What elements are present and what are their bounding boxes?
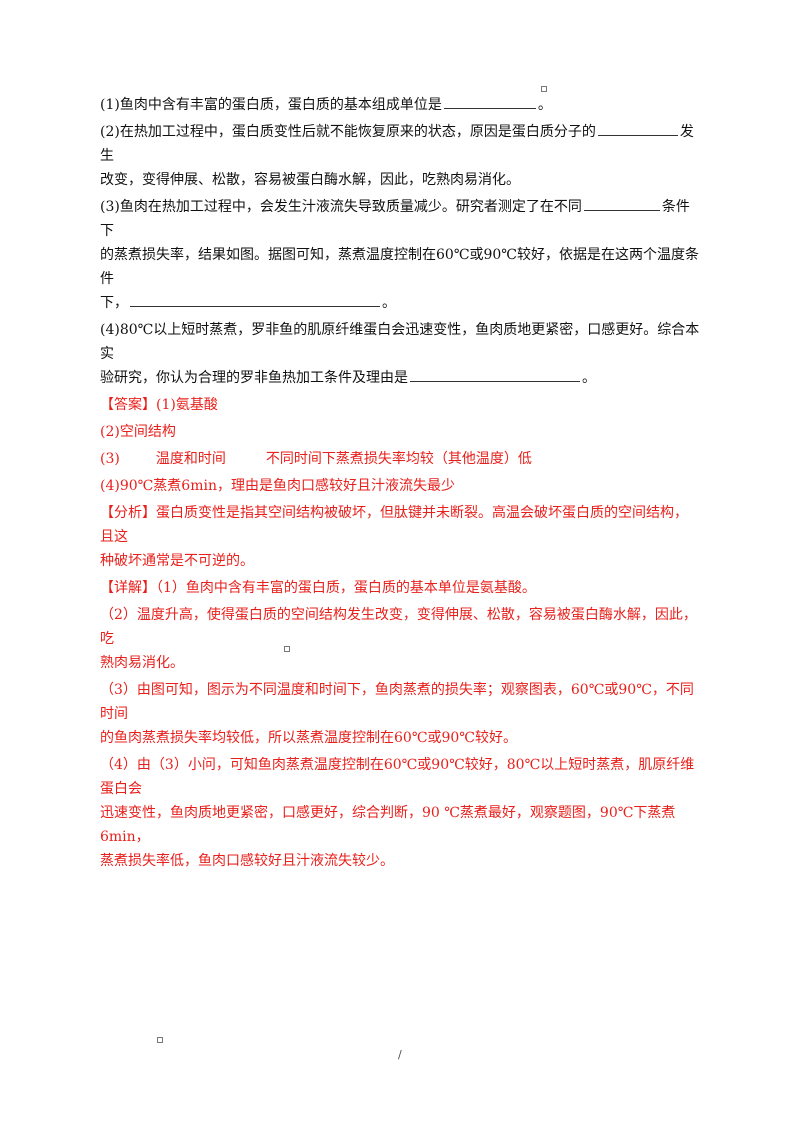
answer-4: (4)90℃蒸煮6min，理由是鱼肉口感较好且汁液流失最少 xyxy=(100,478,455,494)
punctuation: 。 xyxy=(382,295,396,311)
answer-heading: 【答案】 xyxy=(100,397,156,413)
answer-blank[interactable] xyxy=(597,121,678,136)
analysis-section: 【分析】蛋白质变性是指其空间结构被破坏，但肽键并未断裂。高温会破坏蛋白质的空间结… xyxy=(100,501,700,573)
question-text: (3)鱼肉在热加工过程中，会发生汁液流失导致质量减少。研究者测定了在不同 xyxy=(100,199,582,215)
question-2: (2)在热加工过程中，蛋白质变性后就不能恢复原来的状态，原因是蛋白质分子的发生 … xyxy=(100,120,700,192)
detail-text: （2）温度升高，使得蛋白质的空间结构发生改变，变得伸展、松散，容易被蛋白酶水解，… xyxy=(100,607,697,647)
question-text: 条件下 xyxy=(100,199,690,239)
answer-2: (2)空间结构 xyxy=(100,424,176,440)
anchor-mark-bottom xyxy=(157,1037,163,1043)
answer-blank[interactable] xyxy=(410,367,580,382)
question-text: (1)鱼肉中含有丰富的蛋白质，蛋白质的基本组成单位是 xyxy=(100,97,442,113)
detail-text: 迅速变性，鱼肉质地更紧密，口感更好，综合判断，90 ℃蒸煮最好，观察题图，90℃… xyxy=(100,805,676,845)
question-text: 验研究，你认为合理的罗非鱼热加工条件及理由是 xyxy=(100,370,408,386)
detail-heading: 【详解】 xyxy=(100,580,156,596)
detail-text: 蒸煮损失率低，鱼肉口感较好且汁液流失较少。 xyxy=(100,853,394,869)
answer-blank[interactable] xyxy=(583,196,660,211)
document-body: (1)鱼肉中含有丰富的蛋白质，蛋白质的基本组成单位是。 (2)在热加工过程中，蛋… xyxy=(100,93,700,876)
detail-text: （3）由图可知，图示为不同温度和时间下，鱼肉蒸煮的损失率；观察图表，60℃或90… xyxy=(100,682,694,722)
question-text: 改变，变得伸展、松散，容易被蛋白酶水解，因此，吃熟肉易消化。 xyxy=(100,172,520,188)
answer-number: (3) xyxy=(100,451,120,467)
detail-3: （3）由图可知，图示为不同温度和时间下，鱼肉蒸煮的损失率；观察图表，60℃或90… xyxy=(100,678,700,750)
punctuation: 。 xyxy=(582,370,596,386)
anchor-mark-mid xyxy=(284,646,290,652)
detail-text: 熟肉易消化。 xyxy=(100,655,184,671)
detail-section: 【详解】（1）鱼肉中含有丰富的蛋白质，蛋白质的基本单位是氨基酸。 xyxy=(100,576,700,600)
detail-4: （4）由（3）小问，可知鱼肉蒸煮温度控制在60℃或90℃较好，80℃以上短时蒸煮… xyxy=(100,753,700,873)
answer-section: 【答案】(1)氨基酸 xyxy=(100,393,700,417)
answer-1: (1)氨基酸 xyxy=(156,397,218,413)
page-footer: / xyxy=(398,1048,402,1061)
detail-text: （4）由（3）小问，可知鱼肉蒸煮温度控制在60℃或90℃较好，80℃以上短时蒸煮… xyxy=(100,757,695,797)
detail-text: （1）鱼肉中含有丰富的蛋白质，蛋白质的基本单位是氨基酸。 xyxy=(156,580,536,596)
answer-blank[interactable] xyxy=(130,292,380,307)
answer-blank[interactable] xyxy=(443,94,536,109)
anchor-mark-top xyxy=(541,86,547,92)
answer-3-part1: 温度和时间 xyxy=(155,451,226,467)
question-3: (3)鱼肉在热加工过程中，会发生汁液流失导致质量减少。研究者测定了在不同条件下 … xyxy=(100,195,700,315)
analysis-heading: 【分析】 xyxy=(100,505,156,521)
analysis-text: 种破坏通常是不可逆的。 xyxy=(100,553,254,569)
answer-3-part2: 不同时间下蒸煮损失率均较（其他温度）低 xyxy=(265,451,532,467)
question-text: 下， xyxy=(100,295,128,311)
question-text: 发生 xyxy=(100,124,694,164)
question-text: (4)80℃以上短时蒸煮，罗非鱼的肌原纤维蛋白会迅速变性，鱼肉质地更紧密，口感更… xyxy=(100,322,700,362)
answer-3: (3) 温度和时间 不同时间下蒸煮损失率均较（其他温度）低 xyxy=(100,447,700,471)
analysis-text: 蛋白质变性是指其空间结构被破坏，但肽键并未断裂。高温会破坏蛋白质的空间结构，且这 xyxy=(100,505,688,545)
question-text: (2)在热加工过程中，蛋白质变性后就不能恢复原来的状态，原因是蛋白质分子的 xyxy=(100,124,596,140)
question-1: (1)鱼肉中含有丰富的蛋白质，蛋白质的基本组成单位是 。 xyxy=(100,93,700,117)
detail-text: 的鱼肉蒸煮损失率均较低，所以蒸煮温度控制在60℃或90℃较好。 xyxy=(100,730,517,746)
question-text: 的蒸煮损失率，结果如图。据图可知，蒸煮温度控制在60℃或90℃较好，依据是在这两… xyxy=(100,247,699,287)
punctuation: 。 xyxy=(537,97,552,113)
detail-2: （2）温度升高，使得蛋白质的空间结构发生改变，变得伸展、松散，容易被蛋白酶水解，… xyxy=(100,603,700,675)
question-4: (4)80℃以上短时蒸煮，罗非鱼的肌原纤维蛋白会迅速变性，鱼肉质地更紧密，口感更… xyxy=(100,318,700,390)
